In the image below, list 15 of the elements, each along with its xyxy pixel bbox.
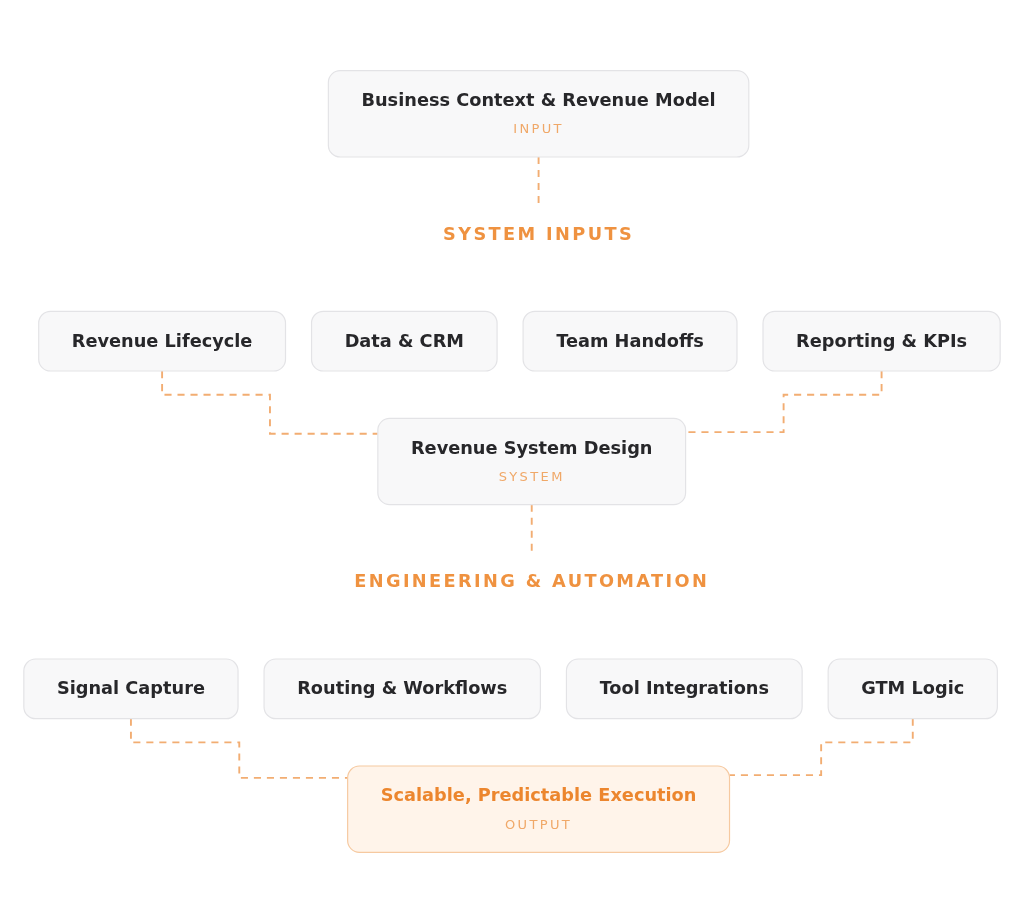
- node-text: SYSTEM INPUTS: [443, 223, 635, 245]
- node-box: GTM Logic: [827, 658, 998, 720]
- node-box: Scalable, Predictable Execution OUTPUT: [347, 765, 731, 853]
- node-box: Routing & Workflows: [263, 658, 541, 720]
- node-box: Revenue System Design SYSTEM: [377, 417, 687, 506]
- node-box: Data & CRM: [310, 310, 498, 372]
- node-box: Revenue Lifecycle: [38, 310, 287, 372]
- node-box: Signal Capture: [23, 658, 239, 720]
- connector: [537, 156, 540, 206]
- node-box: Reporting & KPIs: [762, 310, 1001, 372]
- connector: [530, 503, 533, 553]
- node-box: Team Handoffs: [522, 310, 738, 372]
- node-text: ENGINEERING & AUTOMATION: [354, 570, 710, 593]
- node-box: Tool Integrations: [565, 658, 803, 720]
- node-box: Business Context & Revenue Model INPUT: [327, 70, 750, 158]
